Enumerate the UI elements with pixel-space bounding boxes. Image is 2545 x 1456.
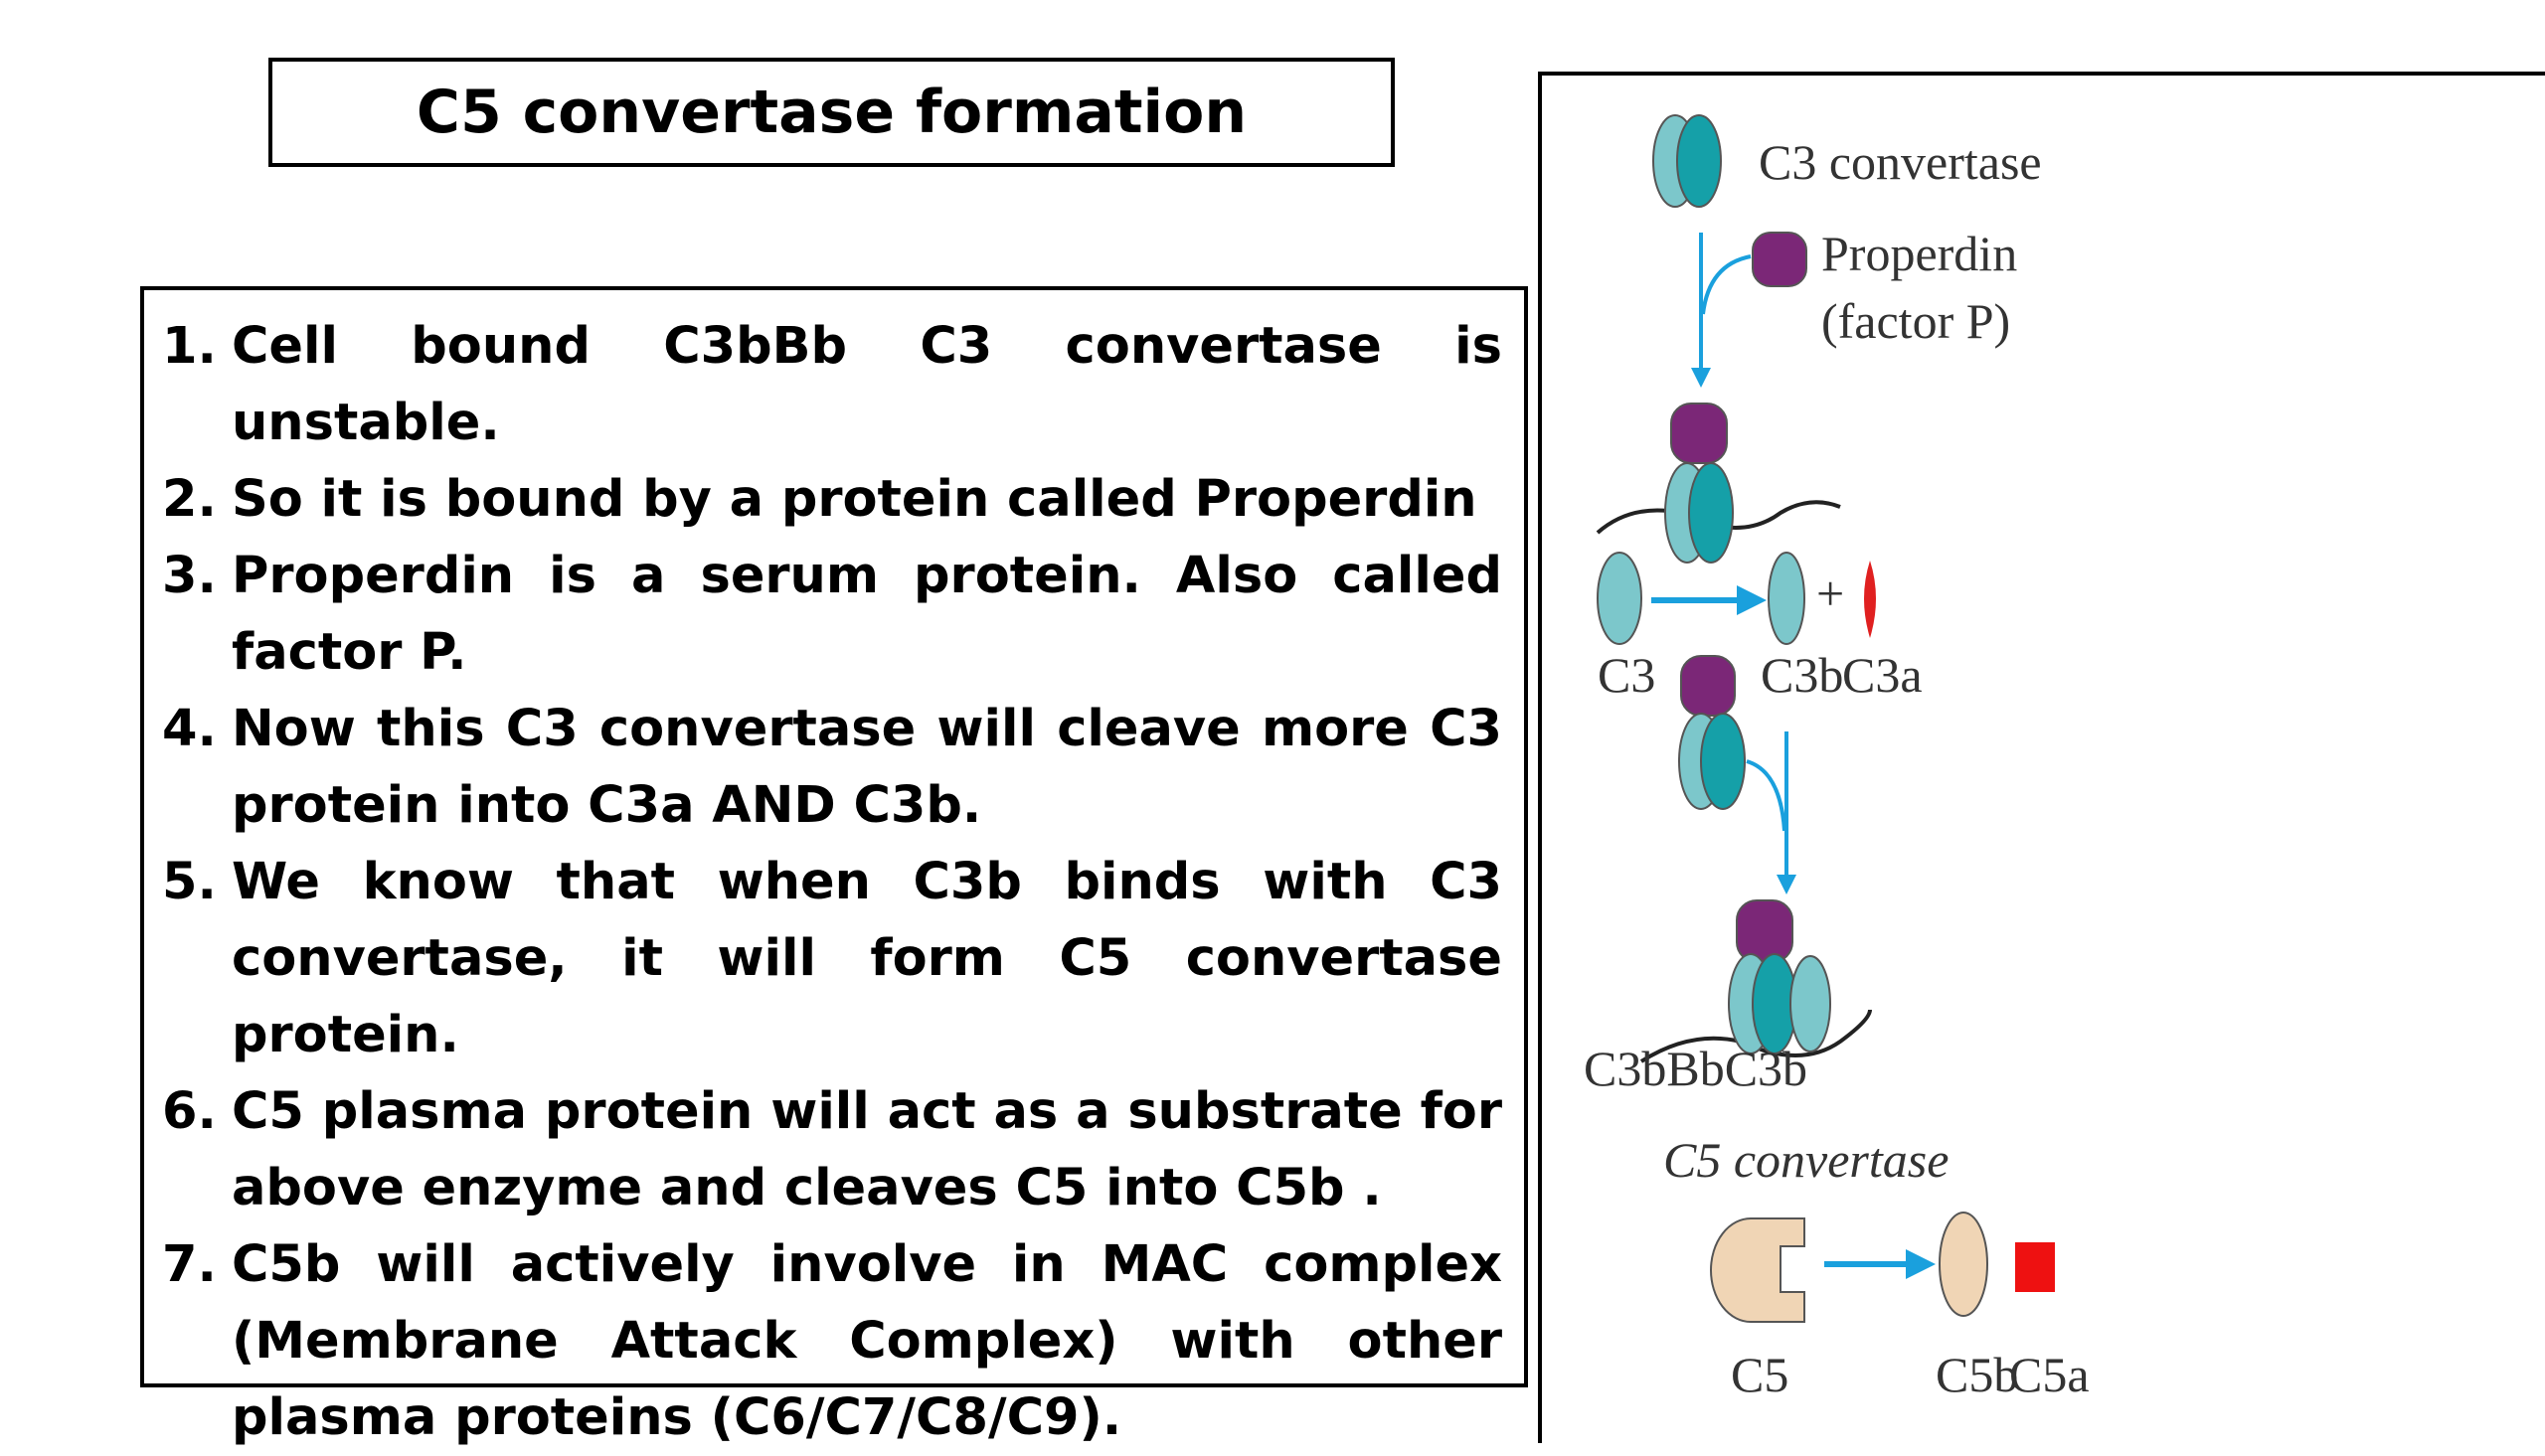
c5-convertase-label: C5 convertase [1663, 1132, 1949, 1188]
list-item: 5. We know that when C3b binds with C3 co… [162, 844, 1502, 1073]
page-title: C5 convertase formation [416, 78, 1248, 147]
properdin-icon [1752, 232, 1807, 287]
factor-p-label: (factor P) [1821, 293, 2010, 349]
c3a-label: C3a [1842, 647, 1923, 703]
c3-label: C3 [1598, 647, 1655, 703]
c5-icon [1710, 1217, 1805, 1323]
complement-diagram: C3 convertase Properdin (factor P) + C3 … [1584, 114, 2090, 1402]
item-text: Properdin is a serum protein. Also calle… [232, 547, 1502, 682]
c3b-label: C3b [1761, 647, 1843, 703]
points-list: 1. Cell bound C3bBb C3 convertase is unst… [144, 290, 1524, 1456]
item-number: 1. [162, 317, 217, 376]
item-text: So it is bound by a protein called Prope… [232, 470, 1477, 529]
c5-label: C5 [1731, 1347, 1788, 1402]
c3b-icon [1768, 552, 1805, 645]
list-item: 2. So it is bound by a protein called Pro… [162, 461, 1502, 538]
figure-panel: C3 convertase Properdin (factor P) + C3 … [1538, 72, 2545, 1443]
properdin-join-arrow [1701, 254, 1752, 315]
item-text: C5b will actively involve in MAC complex… [232, 1235, 1502, 1447]
item-number: 5. [162, 853, 217, 911]
item-number: 7. [162, 1235, 217, 1294]
c5-convertase-complex [1639, 899, 1872, 1063]
complex-label: C3bBbC3b [1584, 1041, 1807, 1096]
item-text: We know that when C3b binds with C3 conv… [232, 853, 1502, 1064]
item-number: 4. [162, 700, 217, 758]
c3-convertase-properdin-complex [1596, 403, 1841, 564]
list-item: 6. C5 plasma protein will act as a substr… [162, 1073, 1502, 1226]
c5b-label: C5b [1936, 1347, 2018, 1402]
item-text: C5 plasma protein will act as a substrat… [232, 1082, 1502, 1217]
join-arrow-2 [1746, 759, 1786, 832]
item-number: 3. [162, 547, 217, 605]
c5a-icon [2015, 1242, 2055, 1292]
list-item: 3. Properdin is a serum protein. Also cal… [162, 538, 1502, 691]
item-text: Now this C3 convertase will cleave more … [232, 700, 1502, 835]
c5a-label: C5a [2009, 1347, 2090, 1402]
plus-sign: + [1816, 566, 1844, 621]
list-item: 7. C5b will actively involve in MAC compl… [162, 1226, 1502, 1456]
c5b-icon [1939, 1212, 1988, 1317]
list-item: 4. Now this C3 convertase will cleave mor… [162, 691, 1502, 844]
item-number: 6. [162, 1082, 217, 1141]
c3bbbp-icon [1678, 655, 1746, 810]
item-number: 2. [162, 470, 217, 529]
text-box: 1. Cell bound C3bBb C3 convertase is unst… [140, 286, 1528, 1447]
c3-convertase-icon [1652, 114, 1722, 208]
properdin-label: Properdin [1821, 226, 2017, 281]
item-text: Cell bound C3bBb C3 convertase is unstab… [232, 317, 1502, 452]
title-box: C5 convertase formation [268, 58, 1395, 167]
list-item: 1. Cell bound C3bBb C3 convertase is unst… [162, 308, 1502, 461]
c3-icon [1597, 552, 1642, 645]
c3a-icon [1864, 561, 1876, 638]
c3-convertase-label: C3 convertase [1759, 134, 2042, 190]
